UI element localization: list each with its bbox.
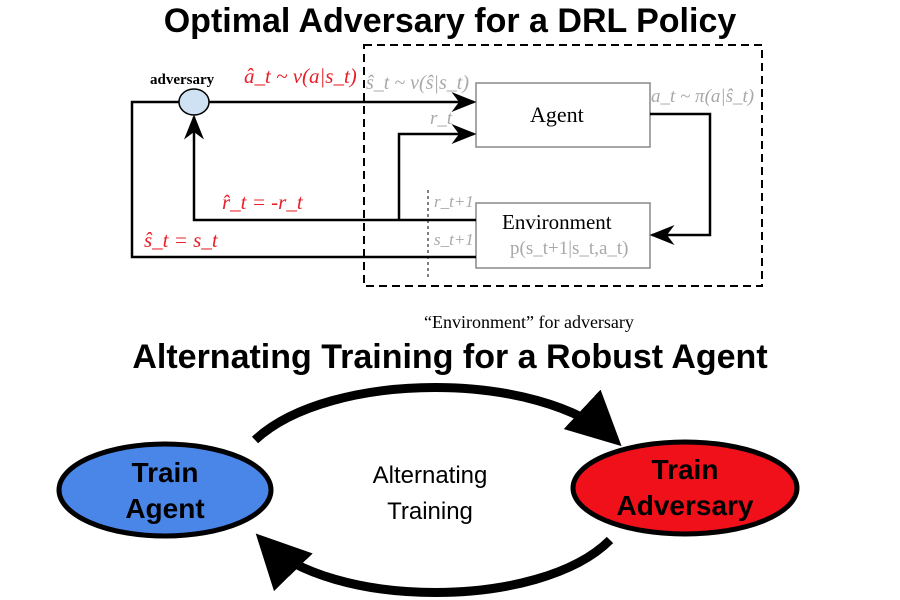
agent-box [475,82,651,148]
perturbed-state-label: ŝ_t ~ ν(ŝ|s_t) [366,72,469,94]
reward-to-adversary-arrow [184,114,476,222]
reward-to-agent-arrow [397,124,477,220]
env-transition-label: p(s_t+1|s_t,a_t) [510,238,629,259]
title-bottom: Alternating Training for a Robust Agent [132,338,768,376]
adv-action-label: â_t ~ ν(a|s_t) [244,64,357,88]
agent-label: Agent [530,102,584,127]
env-caption: “Environment” for adversary [424,312,634,332]
top-cycle-arrow [251,383,622,447]
bottom-cycle-arrow [255,533,614,597]
action-to-env-arrow [649,112,712,245]
next-state-label: s_t+1 [434,230,474,249]
train-adversary-node [570,439,800,537]
title-top: Optimal Adversary for a DRL Policy [163,2,737,40]
environment-label: Environment [502,210,612,234]
agent-action-label: a_t ~ π(a|ŝ_t) [651,86,755,107]
reward-label: r_t [430,108,453,129]
adversary-label: adversary [150,72,215,88]
state-loop [130,100,476,259]
adv-state-label: ŝ_t = s_t [144,228,218,252]
next-reward-label: r_t+1 [434,192,474,211]
train-agent-node [56,441,274,539]
adversary-node [178,88,210,116]
adv-reward-label: r̂_t = -r_t [222,190,303,214]
environment-box [475,202,651,269]
adversary-environment-boundary [363,44,763,287]
